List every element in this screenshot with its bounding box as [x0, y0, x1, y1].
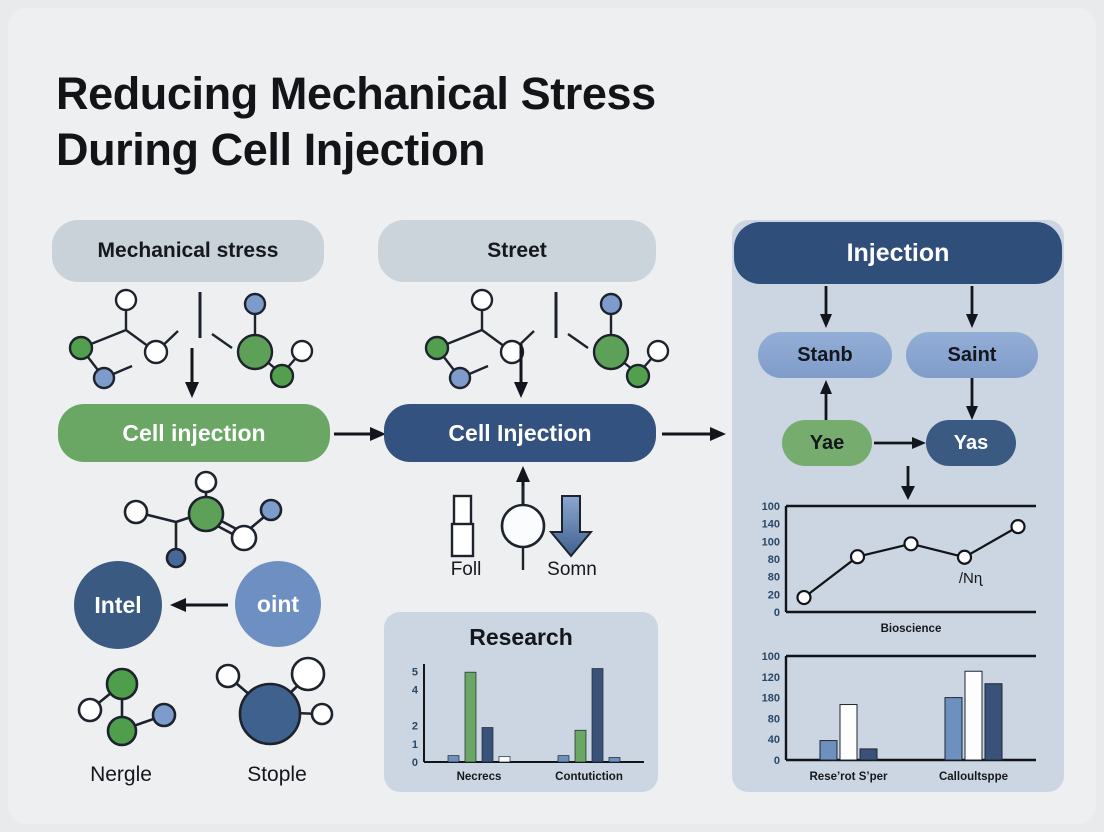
svg-text:80: 80 — [768, 713, 780, 725]
data-point-marker — [956, 549, 973, 565]
svg-text:0: 0 — [412, 757, 418, 769]
svg-text:140: 140 — [762, 519, 780, 531]
bar — [481, 727, 494, 763]
arrow-oint-to-intel-icon — [170, 598, 228, 612]
middle-down-arrow-icon — [514, 344, 528, 398]
nergle-molecule-diagram — [77, 667, 177, 747]
svg-text:80: 80 — [768, 572, 780, 584]
svg-text:0: 0 — [774, 755, 780, 767]
chart-annotation: /Nɳ — [959, 570, 983, 587]
data-point-marker — [903, 536, 919, 552]
bar — [464, 671, 477, 763]
arrow-down-to-yas-icon — [966, 378, 978, 420]
stople-label: Stople — [247, 763, 307, 786]
middle-main-node[interactable]: Cell Injection — [384, 404, 656, 462]
left-molecule-pair-diagram — [68, 288, 314, 398]
foll-label: Foll — [450, 559, 482, 580]
bar — [608, 757, 621, 763]
svg-text:4: 4 — [412, 684, 419, 696]
research-chart-title: Research — [469, 624, 573, 650]
page-title-line-2: During Cell Injection — [56, 124, 486, 175]
bar — [591, 668, 604, 763]
arrow-down-to-linechart-icon — [901, 466, 915, 500]
bar-category-label: Contutiction — [555, 771, 623, 783]
bar — [859, 748, 878, 761]
x-axis-label: Bioscience — [881, 623, 942, 635]
svg-text:100: 100 — [762, 501, 780, 513]
cell-circle-icon — [500, 486, 546, 570]
svg-text:100: 100 — [762, 651, 780, 663]
poster-canvas: Reducing Mechanical Stress During Cell I… — [8, 8, 1096, 824]
stople-molecule-diagram — [215, 656, 334, 746]
right-header-arrows — [820, 286, 978, 328]
svg-text:1: 1 — [412, 739, 418, 751]
bar — [447, 755, 460, 763]
right-node-stanb[interactable]: Stanb — [758, 332, 892, 378]
svg-text:180: 180 — [762, 693, 780, 705]
arrow-down-right-icon — [966, 286, 978, 328]
arrow-up-to-stanb-icon — [820, 380, 832, 422]
left-column-header[interactable]: Mechanical stress — [52, 220, 324, 282]
left-circle-oint[interactable]: oint — [235, 561, 321, 647]
arrow-down-left-icon — [820, 286, 832, 328]
down-arrow-thick-icon — [548, 495, 594, 558]
bar-category-label: Calloultsppe — [939, 771, 1008, 783]
middle-column-header[interactable]: Street — [378, 220, 656, 282]
left-circle-intel[interactable]: Intel — [74, 561, 162, 649]
bar — [944, 697, 963, 761]
bar — [839, 704, 858, 761]
svg-text:40: 40 — [768, 734, 780, 746]
bar — [574, 729, 587, 763]
svg-text:100: 100 — [762, 536, 780, 548]
bar — [557, 755, 570, 763]
svg-text:0: 0 — [774, 607, 780, 619]
svg-text:2: 2 — [412, 721, 418, 733]
right-node-yae[interactable]: Yae — [782, 420, 872, 466]
data-point-marker — [796, 589, 812, 606]
svg-text:120: 120 — [762, 672, 780, 684]
page-title-line-1: Reducing Mechanical Stress — [56, 68, 656, 119]
right-node-yas[interactable]: Yas — [926, 420, 1016, 466]
arrow-left-to-middle-icon — [334, 427, 386, 441]
svg-text:80: 80 — [768, 554, 780, 566]
somn-label: Somn — [547, 559, 597, 580]
left-center-molecule-diagram — [123, 470, 283, 569]
data-point-marker — [849, 549, 866, 565]
left-main-node[interactable]: Cell injection — [58, 404, 330, 462]
left-down-arrow-icon — [185, 348, 199, 398]
bar — [498, 756, 511, 763]
right-mid-arrows — [820, 378, 978, 422]
vial-icon — [450, 494, 475, 558]
data-point-marker — [1010, 519, 1026, 535]
svg-text:5: 5 — [412, 666, 418, 678]
right-column-header[interactable]: Injection — [734, 222, 1062, 284]
bar-category-label: Reseʼrot Sʼper — [810, 771, 888, 783]
arrow-yae-to-yas-icon — [874, 437, 926, 449]
bar — [819, 740, 838, 761]
middle-molecule-pair-diagram — [424, 288, 670, 398]
arrow-middle-to-right-icon — [662, 427, 726, 441]
nergle-label: Nergle — [90, 763, 152, 786]
bar — [964, 670, 983, 761]
bar-category-label: Necrecs — [457, 771, 502, 783]
bar — [984, 683, 1003, 761]
svg-text:20: 20 — [768, 589, 780, 601]
right-node-saint[interactable]: Saint — [906, 332, 1038, 378]
page-title: Reducing Mechanical Stress During Cell I… — [56, 66, 836, 178]
